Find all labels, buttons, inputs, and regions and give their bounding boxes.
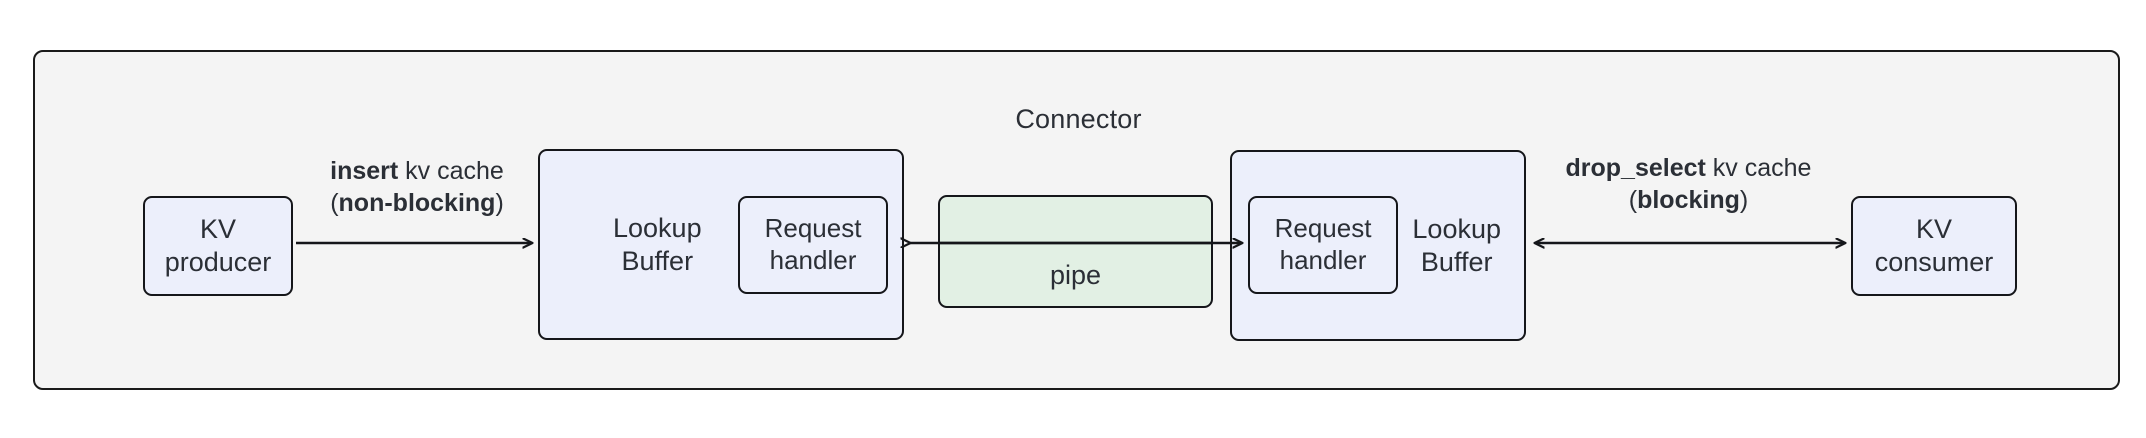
edge-label-drop-select-op: drop_select bbox=[1565, 154, 1706, 182]
node-lookup-buffer-left-label: Lookup Buffer bbox=[613, 212, 702, 276]
node-request-handler-right-label: Request handler bbox=[1274, 213, 1372, 275]
node-kv-consumer-label: KV consumer bbox=[1874, 214, 1994, 277]
node-kv-producer[interactable]: KV producer bbox=[143, 196, 293, 296]
node-request-handler-right[interactable]: Request handler bbox=[1248, 196, 1398, 294]
node-lookup-buffer-right-label: Lookup Buffer bbox=[1412, 213, 1501, 277]
edge-label-insert-mode: non-blocking bbox=[338, 189, 496, 217]
node-kv-consumer[interactable]: KV consumer bbox=[1851, 196, 2017, 296]
edge-label-drop-select-mode: blocking bbox=[1637, 186, 1740, 214]
node-request-handler-left-label: Request handler bbox=[764, 213, 862, 275]
edge-label-insert-op: insert bbox=[330, 157, 399, 185]
edge-label-insert-text: kv cache bbox=[398, 157, 504, 185]
edge-label-drop-select-paren-open: ( bbox=[1628, 186, 1638, 214]
edge-label-insert: insert kv cache (non-blocking) bbox=[293, 155, 541, 219]
node-request-handler-left[interactable]: Request handler bbox=[738, 196, 888, 294]
edge-label-insert-paren-open: ( bbox=[330, 189, 339, 217]
edge-label-insert-paren-close: ) bbox=[495, 189, 504, 217]
node-pipe-label: pipe bbox=[1049, 260, 1102, 291]
node-pipe[interactable]: pipe bbox=[938, 195, 1213, 308]
edge-label-drop-select-paren-close: ) bbox=[1739, 186, 1749, 214]
edge-label-drop-select-text: kv cache bbox=[1705, 154, 1812, 182]
edge-label-drop-select: drop_select kv cache (blocking) bbox=[1526, 152, 1851, 216]
node-kv-producer-label: KV producer bbox=[164, 214, 272, 277]
connector-title: Connector bbox=[1015, 104, 1142, 134]
